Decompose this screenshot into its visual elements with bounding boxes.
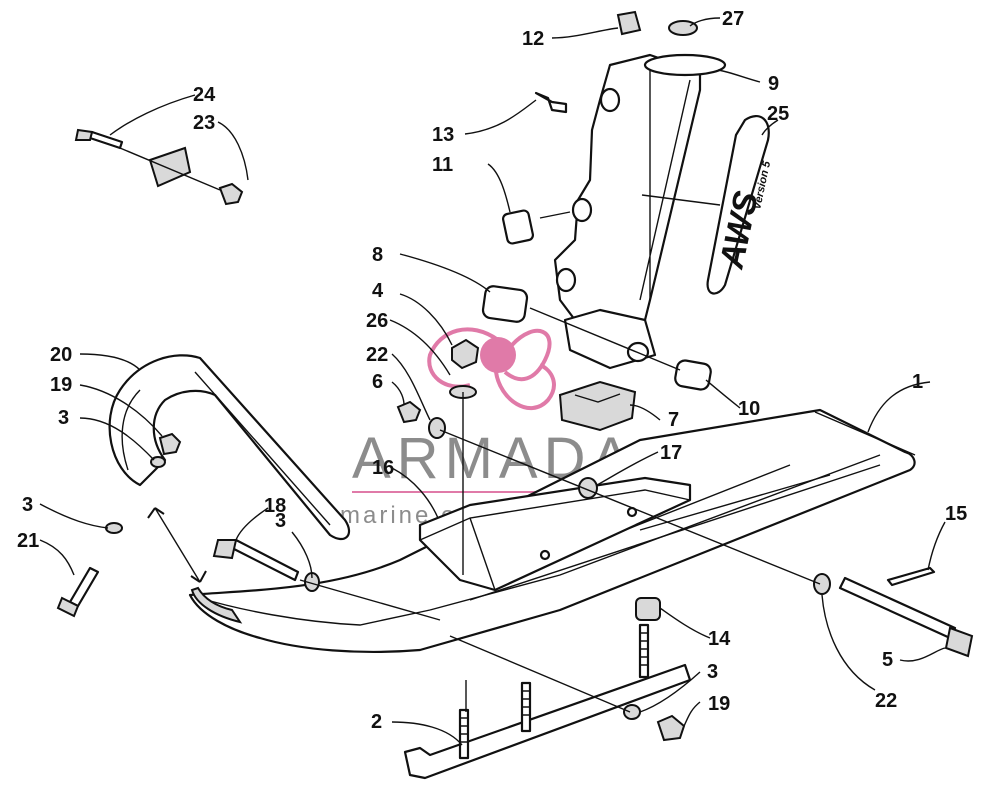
callout-8: 8 — [372, 244, 383, 266]
washer-part-3-a — [150, 456, 166, 468]
washer-part-22-right — [813, 573, 831, 595]
bushing-part-11 — [501, 209, 535, 245]
callout-21: 21 — [17, 530, 39, 552]
bumper-part-7 — [558, 380, 637, 432]
callout-22-b: 22 — [875, 690, 897, 712]
callout-12: 12 — [522, 28, 544, 50]
nut-part-19-top — [158, 432, 182, 456]
nut-part-23 — [218, 182, 244, 206]
callout-7: 7 — [668, 409, 679, 431]
callout-23: 23 — [193, 112, 215, 134]
callout-15: 15 — [945, 503, 967, 525]
bushing-part-10 — [674, 359, 712, 391]
washer-part-3-d — [623, 704, 641, 720]
callout-14: 14 — [708, 628, 731, 650]
spindle-part-9 — [553, 53, 727, 370]
ski-saddle-part-16 — [418, 476, 692, 592]
callout-22-a: 22 — [366, 344, 388, 366]
callout-17: 17 — [660, 442, 682, 464]
callout-11: 11 — [432, 154, 453, 176]
callout-13: 13 — [432, 124, 454, 146]
cap-part-27 — [668, 20, 698, 36]
callout-leaders — [39, 17, 946, 746]
nut-part-6 — [396, 400, 422, 424]
cap-part-12 — [616, 10, 642, 36]
callout-labels: 1 2 3 3 3 3 4 5 6 7 8 9 10 11 12 13 14 1… — [17, 8, 967, 733]
grease-fitting-part-13 — [534, 91, 568, 114]
washer-part-3-b — [105, 522, 123, 534]
callout-10: 10 — [738, 398, 760, 420]
callout-18: 18 — [264, 495, 286, 517]
callout-16: 16 — [372, 457, 394, 479]
bolt-part-24 — [74, 128, 124, 150]
spacer-part-14 — [635, 597, 661, 621]
callout-27: 27 — [722, 8, 744, 30]
callout-2: 2 — [371, 711, 382, 733]
callout-19-b: 19 — [708, 693, 730, 715]
callout-25: 25 — [767, 103, 789, 125]
callout-9: 9 — [768, 73, 779, 95]
cotter-pin-part-15 — [886, 566, 936, 587]
callout-24: 24 — [193, 84, 216, 106]
bolt-part-5 — [838, 576, 974, 658]
ski-handle-part-20 — [108, 354, 351, 541]
callout-3-d: 3 — [707, 661, 718, 683]
callout-26: 26 — [366, 310, 388, 332]
callout-4: 4 — [372, 280, 384, 302]
bolt-part-21 — [56, 566, 100, 618]
callout-6: 6 — [372, 371, 383, 393]
callout-3-c: 3 — [275, 510, 286, 532]
washer-part-22-left — [428, 417, 446, 439]
callout-3-a: 3 — [58, 407, 69, 429]
nut-part-19-bottom — [656, 714, 686, 742]
bracket-part-23 — [148, 146, 192, 188]
bolt-part-18 — [212, 538, 300, 582]
callout-20: 20 — [50, 344, 72, 366]
propeller-logo-icon — [427, 327, 556, 411]
assembly-axis-lines — [119, 147, 821, 713]
bushing-part-8 — [481, 285, 529, 323]
wear-bar-part-2 — [403, 623, 692, 780]
washer-part-17 — [578, 477, 598, 499]
nut-part-4 — [451, 338, 480, 370]
callout-19-a: 19 — [50, 374, 72, 396]
callout-3-b: 3 — [22, 494, 33, 516]
callout-5: 5 — [882, 649, 893, 671]
callout-1: 1 — [912, 371, 923, 393]
